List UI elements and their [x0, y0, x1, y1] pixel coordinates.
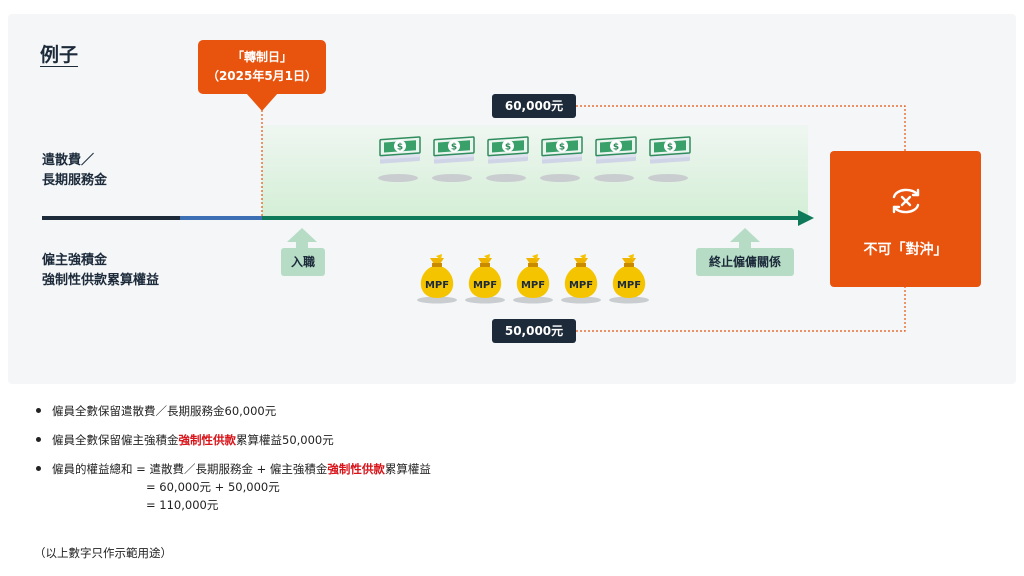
mpf-money-bag-icon: MPF [414, 252, 460, 304]
svg-text:$: $ [667, 143, 673, 153]
mpf-money-bag-icon: MPF [510, 252, 556, 304]
accrual-zone [262, 125, 808, 217]
svg-text:$: $ [397, 143, 403, 153]
note-3-line3: = 110,000元 [146, 498, 219, 512]
note-2-prefix: 僱員全數保留僱主強積金 [52, 433, 179, 447]
money-bill-icon: $ [376, 134, 424, 186]
money-bill-icon: $ [484, 134, 532, 186]
join-arrow-stem [296, 240, 308, 248]
svg-text:$: $ [505, 143, 511, 153]
svg-text:$: $ [559, 143, 565, 153]
mpf-row-label: 僱主強積金 強制性供款累算權益 [42, 251, 159, 291]
note-3-line1: 僱員的權益總和 = 遣散費／長期服務金 + 僱主強積金強制性供款累算權益 [52, 460, 431, 478]
no-offset-result-box: 不可「對沖」 [830, 151, 981, 287]
conversion-date-label: 「轉制日」 [231, 50, 292, 64]
note-item-2: 僱員全數保留僱主強積金強制性供款累算權益50,000元 [36, 431, 431, 449]
severance-connector [576, 105, 906, 151]
conversion-date-value: （2025年5月1日） [206, 69, 318, 83]
note-2-suffix: 累算權益50,000元 [236, 433, 334, 447]
note-item-3: 僱員的權益總和 = 遣散費／長期服務金 + 僱主強積金強制性供款累算權益 = 6… [36, 460, 431, 514]
notes-list: 僱員全數保留遣散費／長期服務金60,000元 僱員全數保留僱主強積金強制性供款累… [36, 402, 431, 525]
mpf-money-bag-icon: MPF [606, 252, 652, 304]
money-bill-icon: $ [538, 134, 586, 186]
terminate-arrow-stem [739, 240, 751, 248]
svg-text:MPF: MPF [425, 280, 449, 291]
conversion-date-callout: 「轉制日」 （2025年5月1日） [198, 40, 326, 94]
svg-text:MPF: MPF [569, 280, 593, 291]
mpf-label-line2: 強制性供款累算權益 [42, 273, 160, 288]
svg-text:MPF: MPF [617, 280, 641, 291]
note-3-highlight: 強制性供款 [327, 462, 385, 476]
mpf-money-bag-icon: MPF [462, 252, 508, 304]
no-offset-icon [892, 188, 920, 214]
terminate-arrow [730, 228, 760, 242]
timeline-arrowhead [798, 210, 814, 226]
no-offset-label: 不可「對沖」 [863, 242, 948, 258]
callout-pointer [246, 93, 278, 111]
svg-text:MPF: MPF [521, 280, 545, 291]
join-arrow [287, 228, 317, 242]
mpf-label-line1: 僱主強積金 [42, 253, 108, 268]
money-bill-icon: $ [646, 134, 694, 186]
join-tag: 入職 [281, 248, 325, 276]
mpf-amount-badge: 50,000元 [492, 319, 576, 343]
footnote: （以上數字只作示範用途） [34, 546, 172, 560]
svg-text:$: $ [613, 143, 619, 153]
severance-label-line1: 遣散費／ [42, 153, 95, 168]
note-item-1: 僱員全數保留遣散費／長期服務金60,000元 [36, 402, 431, 420]
note-2-highlight: 強制性供款 [178, 433, 237, 447]
money-bill-icon: $ [592, 134, 640, 186]
severance-row-label: 遣散費／ 長期服務金 [42, 151, 107, 191]
svg-text:MPF: MPF [473, 280, 497, 291]
terminate-tag: 終止僱傭關係 [696, 248, 794, 276]
note-3-line2: = 60,000元 + 50,000元 [146, 480, 280, 494]
note-3-suffix: 累算權益 [384, 462, 431, 476]
severance-label-line2: 長期服務金 [42, 173, 108, 188]
mpf-connector [576, 287, 906, 332]
example-title: 例子 [40, 44, 79, 66]
note-3-prefix: 僱員的權益總和 = 遣散費／長期服務金 + 僱主強積金 [52, 462, 328, 476]
mpf-money-bag-icon: MPF [558, 252, 604, 304]
severance-amount-badge: 60,000元 [492, 94, 576, 118]
svg-text:$: $ [451, 143, 457, 153]
note-1-text: 僱員全數保留遣散費／長期服務金60,000元 [52, 404, 277, 418]
money-bill-icon: $ [430, 134, 478, 186]
